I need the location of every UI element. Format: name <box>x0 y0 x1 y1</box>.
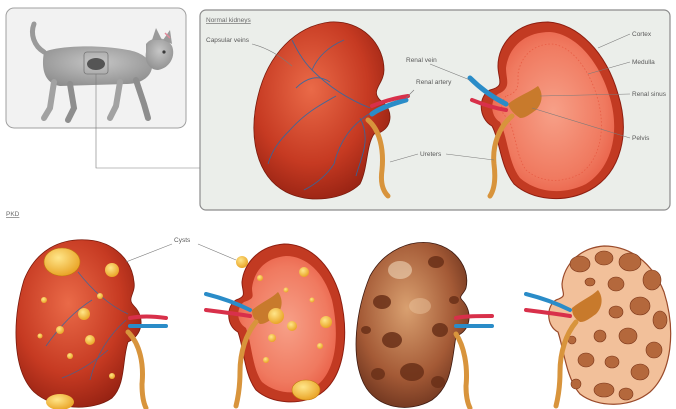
pkd-title: PKD <box>6 211 20 218</box>
kidney-location-marker <box>87 58 105 70</box>
pkd-kidney-enlarged-exterior <box>356 242 492 408</box>
pkd-panel: PKD <box>6 211 671 409</box>
normal-kidneys-panel: Normal kidneys <box>200 10 670 210</box>
cat-thumbnail <box>6 8 200 168</box>
pkd-kidney-cross-section <box>206 244 345 406</box>
pkd-kidney-polycystic-section <box>526 246 671 406</box>
label-ureters: Ureters <box>420 151 442 158</box>
label-pelvis: Pelvis <box>632 135 650 142</box>
label-cortex: Cortex <box>632 31 652 38</box>
label-renal-vein: Renal vein <box>406 57 437 64</box>
label-cysts: Cysts <box>174 237 191 244</box>
normal-kidneys-title: Normal kidneys <box>206 17 252 24</box>
label-renal-artery-line1: Renal artery <box>416 79 452 86</box>
label-capsular-veins: Capsular veins <box>206 37 250 44</box>
label-renal-sinus: Renal sinus <box>632 91 667 98</box>
pkd-kidney-exterior <box>16 240 166 409</box>
label-medulla: Medulla <box>632 59 655 66</box>
